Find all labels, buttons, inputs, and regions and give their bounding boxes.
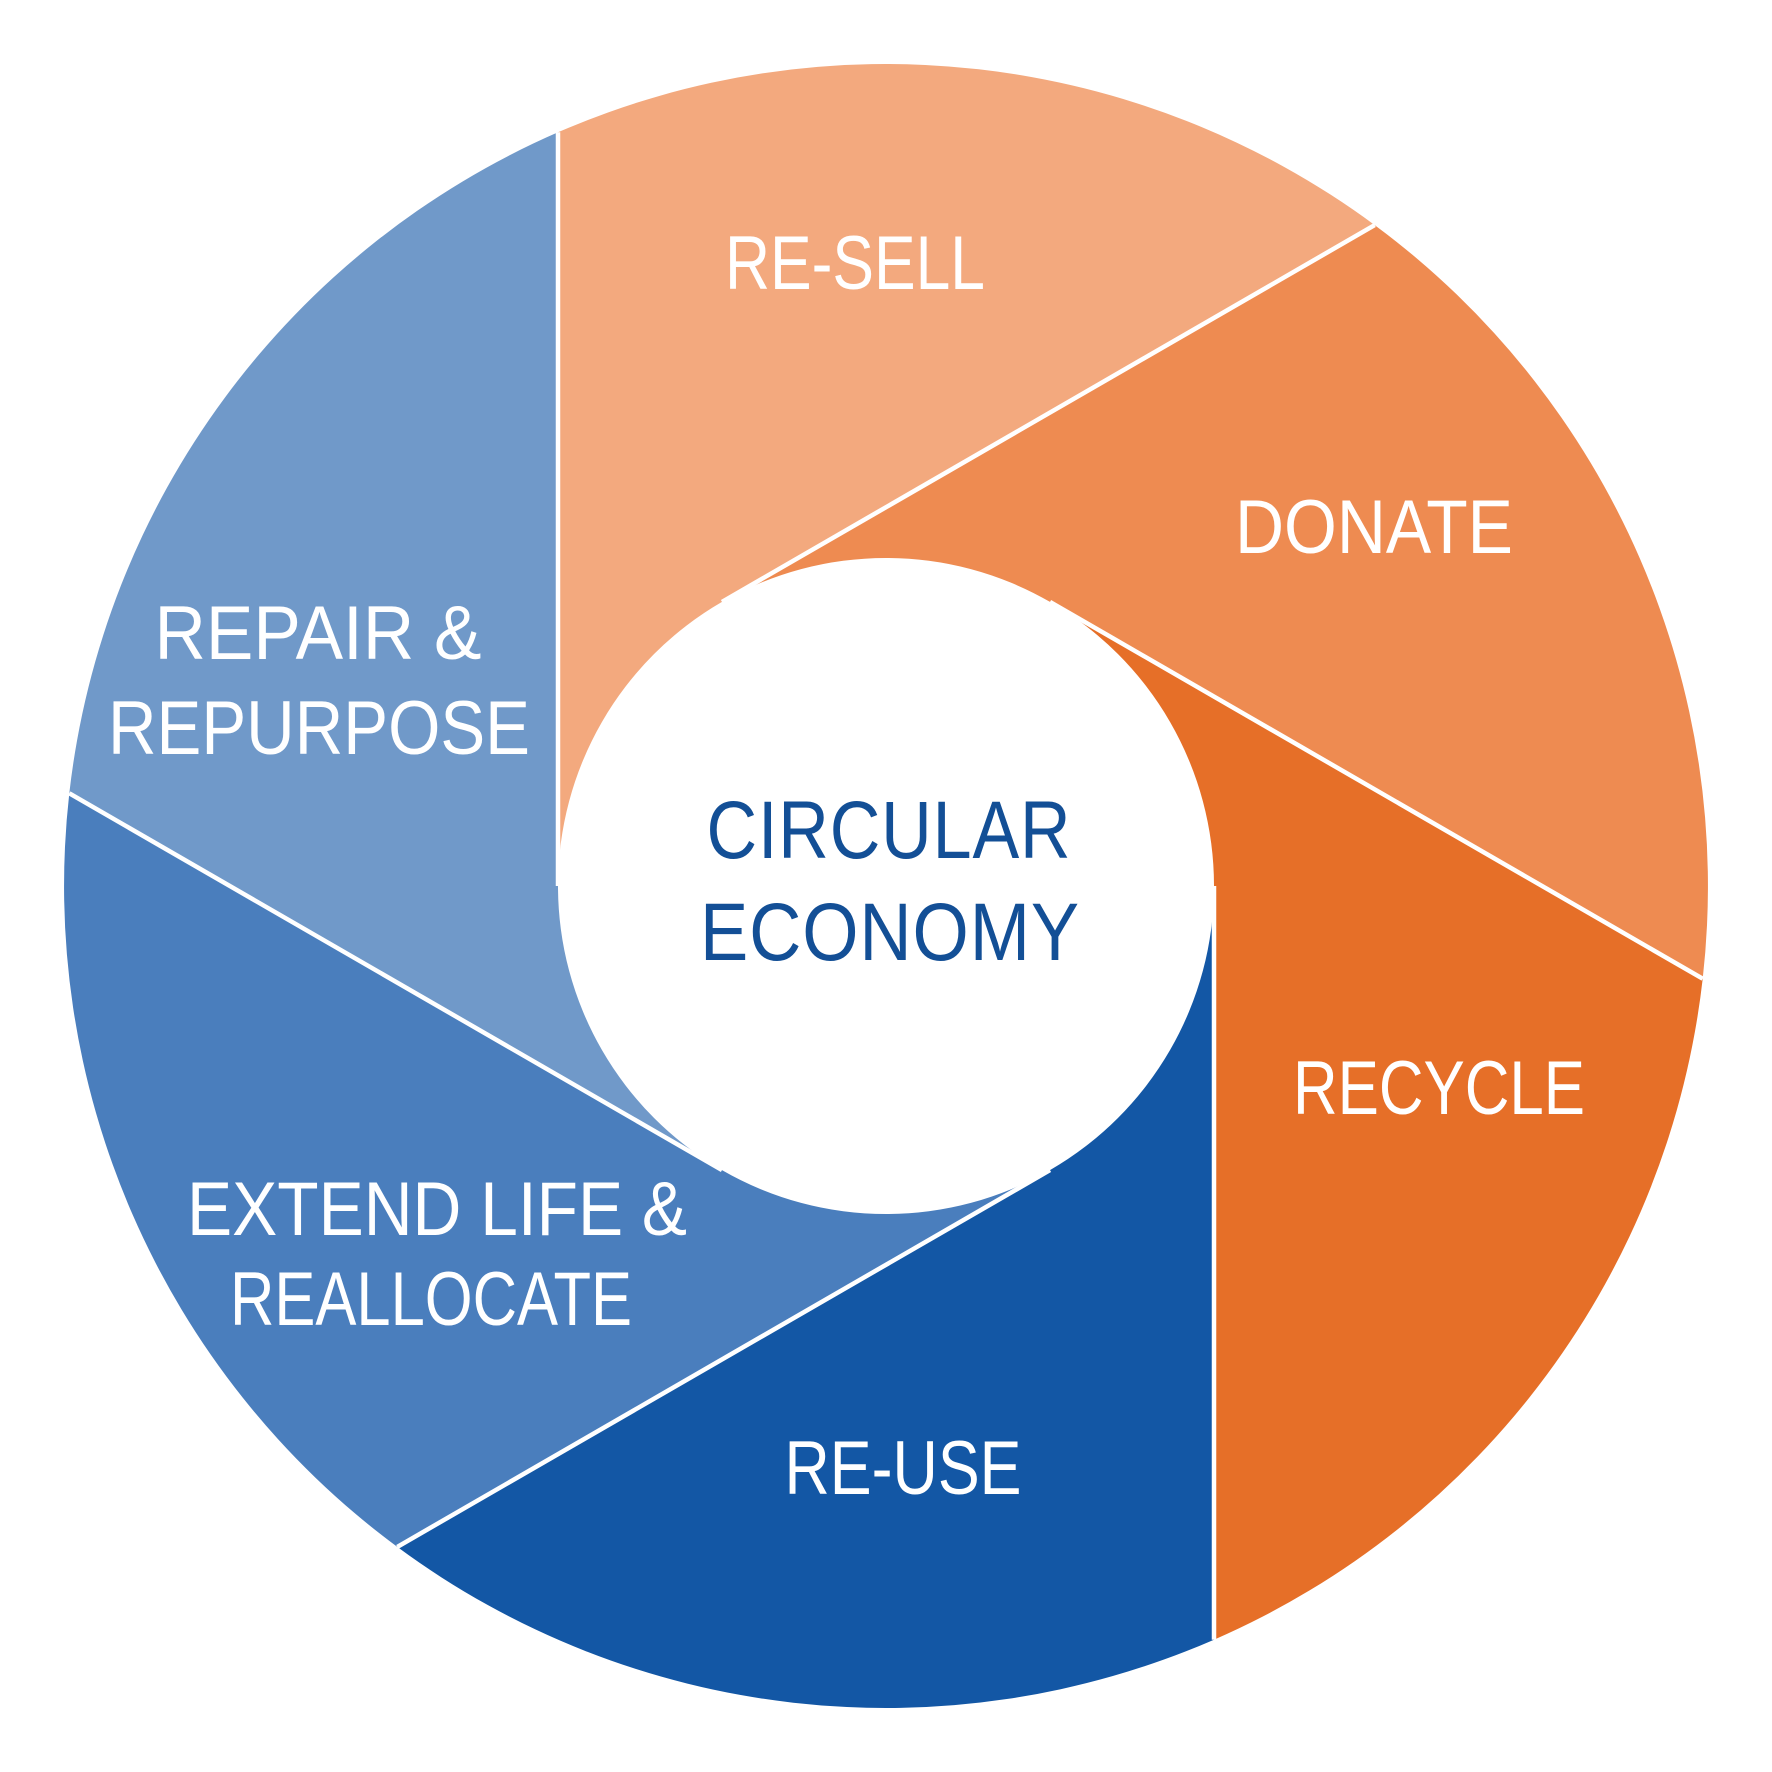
segment-label-repair: REPAIR & REPURPOSE (108, 591, 530, 771)
center-title: CIRCULAR ECONOMY (700, 785, 1080, 978)
divider-reuse-extend (396, 1168, 1052, 1549)
segment-recycle (1050, 601, 1703, 1640)
segment-label-donate: DONATE (1235, 485, 1513, 570)
segment-label-repair-line1: REPAIR & (155, 591, 482, 676)
segment-label-extend-life: EXTEND LIFE & REALLOCATE (187, 1167, 687, 1342)
segment-repair (69, 132, 723, 1171)
center-title-line1: CIRCULAR (707, 785, 1072, 876)
divider-donate-recycle (1048, 599, 1704, 981)
segment-label-repair-line2: REPURPOSE (108, 686, 530, 771)
segment-dividers (68, 132, 1704, 1640)
segment-label-re-use: RE-USE (785, 1426, 1022, 1511)
segment-donate (722, 225, 1708, 979)
divider-extend-repair (68, 791, 724, 1173)
segment-label-re-sell: RE-SELL (725, 221, 985, 306)
segment-extend-life (64, 793, 1051, 1547)
segment-label-extend-life-line1: EXTEND LIFE & (187, 1167, 687, 1252)
segment-label-recycle: RECYCLE (1293, 1046, 1585, 1131)
segment-re-use (397, 886, 1214, 1708)
segment-re-sell (558, 64, 1375, 886)
divider-resell-donate (720, 223, 1376, 604)
segment-label-extend-life-line2: REALLOCATE (230, 1257, 632, 1342)
center-title-line2: ECONOMY (700, 887, 1080, 978)
